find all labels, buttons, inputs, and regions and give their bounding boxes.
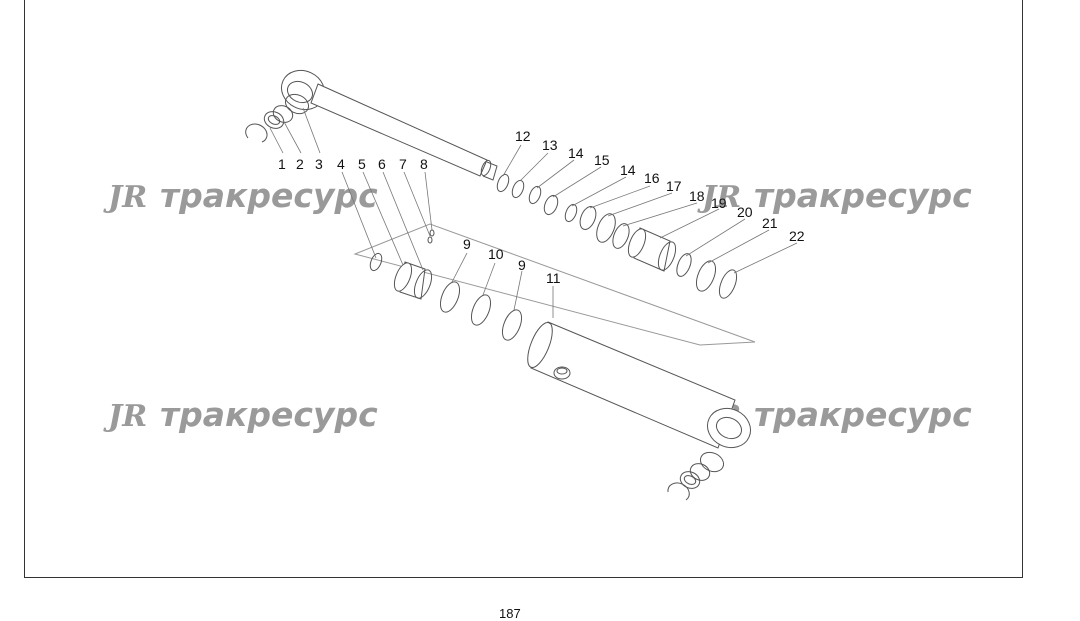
leader-lines	[269, 107, 798, 318]
rod-end	[480, 159, 492, 177]
watermark-text: тракресурс	[754, 395, 972, 434]
drawing-frame	[24, 0, 1023, 578]
watermark-text: тракресурс	[160, 395, 378, 434]
callout-21: 21	[762, 215, 778, 231]
rod-eye-bushing	[245, 93, 310, 143]
rod-eye-bore	[286, 80, 314, 104]
callout-4: 4	[337, 156, 345, 172]
callout-16: 16	[644, 170, 660, 186]
rod-thread	[482, 161, 498, 181]
watermark-logo: ЈR	[103, 399, 147, 434]
barrel-eye	[707, 407, 751, 449]
watermark-text: тракресурс	[160, 176, 378, 215]
callout-14: 14	[568, 145, 584, 161]
callout-9: 9	[463, 236, 471, 252]
callout-7: 7	[399, 156, 407, 172]
callout-12: 12	[515, 128, 531, 144]
callout-19: 19	[711, 195, 727, 211]
piston-group	[353, 223, 756, 346]
assembly-plane	[353, 223, 756, 346]
callout-20: 20	[737, 204, 753, 220]
callout-6: 6	[378, 156, 386, 172]
callout-10: 10	[488, 246, 504, 262]
watermark-top-right: ЈR тракресурс	[697, 176, 972, 215]
callout-labels: 1 2 3 4 5 6 7 8 9 10 9 11 12 13 14 15 14…	[278, 128, 805, 286]
callout-22: 22	[789, 228, 805, 244]
callout-5: 5	[358, 156, 366, 172]
snap-ring	[667, 482, 690, 501]
rod-seal-set	[496, 173, 738, 299]
watermark-logo: ЈR	[103, 180, 147, 215]
callout-9b: 9	[518, 257, 526, 273]
callout-8: 8	[420, 156, 428, 172]
watermark-top-left: ЈR тракресурс	[103, 176, 378, 215]
callout-13: 13	[542, 137, 558, 153]
cylinder-barrel	[527, 321, 751, 449]
callout-15: 15	[594, 152, 610, 168]
callout-14b: 14	[620, 162, 636, 178]
snap-ring	[245, 123, 268, 143]
callout-3: 3	[315, 156, 323, 172]
barrel-body	[530, 321, 736, 449]
watermark-bottom-left: ЈR тракресурс	[103, 395, 378, 434]
callout-2: 2	[296, 156, 304, 172]
callout-1: 1	[278, 156, 286, 172]
callout-11: 11	[546, 270, 561, 286]
barrel-eye-bushing	[667, 451, 725, 501]
callout-17: 17	[666, 178, 682, 194]
watermark-text: тракресурс	[754, 176, 972, 215]
callout-18: 18	[689, 188, 705, 204]
piston-rod	[310, 83, 488, 177]
page-number: 187	[499, 606, 521, 621]
piston-rod-assembly	[281, 69, 498, 181]
barrel-port	[553, 366, 571, 380]
